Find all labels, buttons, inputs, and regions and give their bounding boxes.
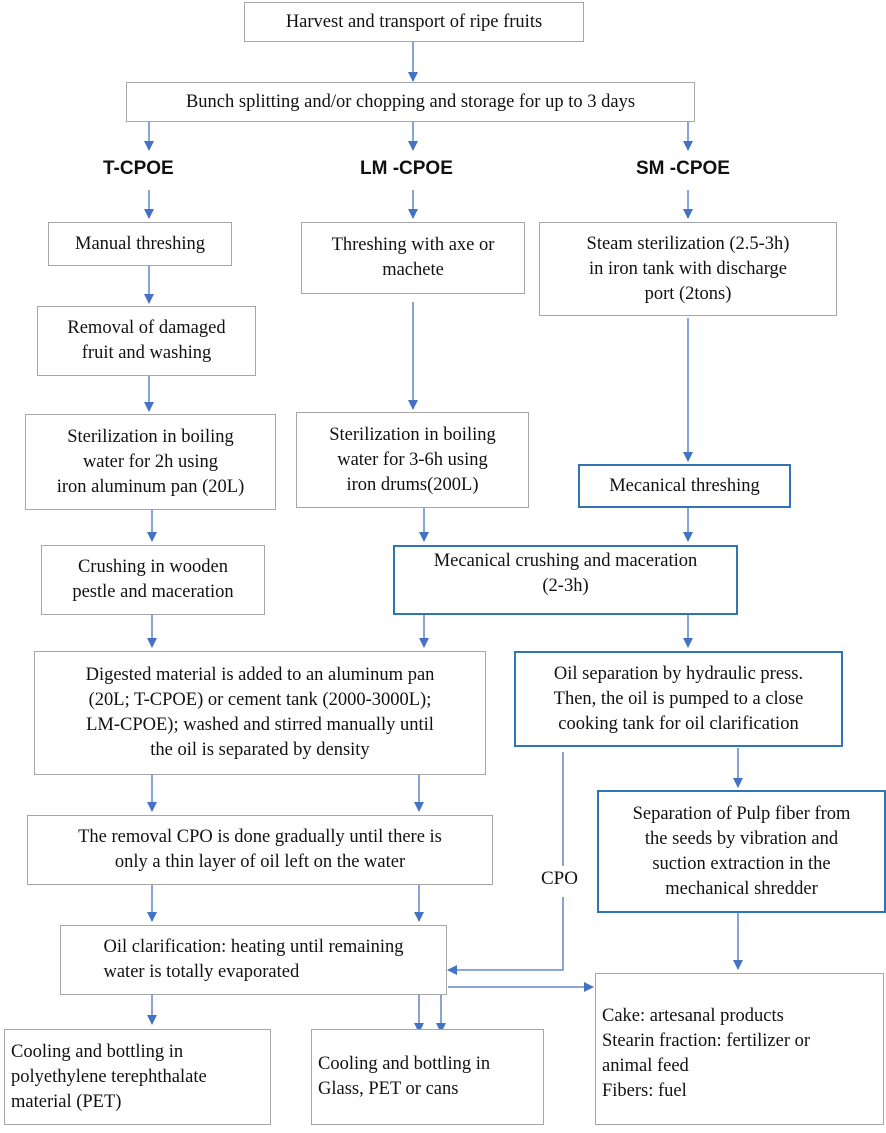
steam-sterilization-box: Steam sterilization (2.5-3h) in iron tan… bbox=[539, 222, 837, 316]
oil-separation-text: Oil separation by hydraulic press. Then,… bbox=[553, 663, 804, 734]
removal-cpo-text: The removal CPO is done gradually until … bbox=[78, 827, 442, 872]
separation-pulp-text: Separation of Pulp fiber from the seeds … bbox=[632, 803, 851, 899]
clarification-box: Oil clarification: heating until remaini… bbox=[60, 925, 447, 995]
manual-threshing-text: Manual threshing bbox=[75, 233, 205, 254]
mechanical-threshing-text: Mecanical threshing bbox=[609, 475, 760, 496]
separation-pulp-box: Separation of Pulp fiber from the seeds … bbox=[597, 790, 886, 913]
digested-text: Digested material is added to an aluminu… bbox=[85, 665, 435, 760]
cooling-pet-text: Cooling and bottling in polyethylene ter… bbox=[11, 1041, 207, 1112]
bunch-box: Bunch splitting and/or chopping and stor… bbox=[126, 82, 695, 122]
arrow-cpo-to-clarification bbox=[447, 897, 564, 975]
clarification-text: Oil clarification: heating until remaini… bbox=[103, 937, 404, 982]
mechanical-crushing-box: Mecanical crushing and maceration (2-3h) bbox=[393, 545, 738, 615]
crushing-wooden-box: Crushing in wooden pestle and maceration bbox=[41, 545, 265, 615]
harvest-text: Harvest and transport of ripe fruits bbox=[285, 11, 543, 32]
cpo-label: CPO bbox=[541, 868, 578, 889]
sterilization-t-text: Sterilization in boiling water for 2h us… bbox=[56, 426, 245, 497]
manual-threshing-box: Manual threshing bbox=[48, 222, 232, 266]
cooling-glass-box: Cooling and bottling in Glass, PET or ca… bbox=[311, 1029, 544, 1125]
byproducts-box: Cake: artesanal products Stearin fractio… bbox=[595, 973, 884, 1125]
crushing-wooden-text: Crushing in wooden pestle and maceration bbox=[72, 557, 234, 602]
header-t-cpoe: T-CPOE bbox=[103, 158, 174, 179]
steam-sterilization-text: Steam sterilization (2.5-3h) in iron tan… bbox=[586, 233, 790, 304]
harvest-box: Harvest and transport of ripe fruits bbox=[244, 2, 584, 42]
mechanical-crushing-text: Mecanical crushing and maceration (2-3h) bbox=[433, 551, 698, 596]
oil-separation-box: Oil separation by hydraulic press. Then,… bbox=[514, 651, 843, 747]
removal-damaged-text: Removal of damaged fruit and washing bbox=[67, 318, 226, 363]
threshing-axe-box: Threshing with axe or machete bbox=[301, 222, 525, 294]
bunch-text: Bunch splitting and/or chopping and stor… bbox=[185, 91, 636, 112]
removal-damaged-box: Removal of damaged fruit and washing bbox=[37, 306, 256, 376]
cooling-glass-text: Cooling and bottling in Glass, PET or ca… bbox=[318, 1054, 491, 1099]
sterilization-lm-box: Sterilization in boiling water for 3-6h … bbox=[296, 412, 529, 508]
digested-box: Digested material is added to an aluminu… bbox=[34, 651, 486, 775]
cooling-pet-box: Cooling and bottling in polyethylene ter… bbox=[4, 1029, 271, 1125]
sterilization-t-box: Sterilization in boiling water for 2h us… bbox=[25, 414, 276, 510]
header-sm-cpoe: SM -CPOE bbox=[636, 158, 730, 179]
sterilization-lm-text: Sterilization in boiling water for 3-6h … bbox=[329, 424, 496, 495]
threshing-axe-text: Threshing with axe or machete bbox=[331, 235, 495, 280]
removal-cpo-box: The removal CPO is done gradually until … bbox=[27, 815, 493, 885]
mechanical-threshing-box: Mecanical threshing bbox=[578, 464, 791, 508]
byproducts-text: Cake: artesanal products Stearin fractio… bbox=[602, 1006, 811, 1101]
header-lm-cpoe: LM -CPOE bbox=[360, 158, 453, 179]
